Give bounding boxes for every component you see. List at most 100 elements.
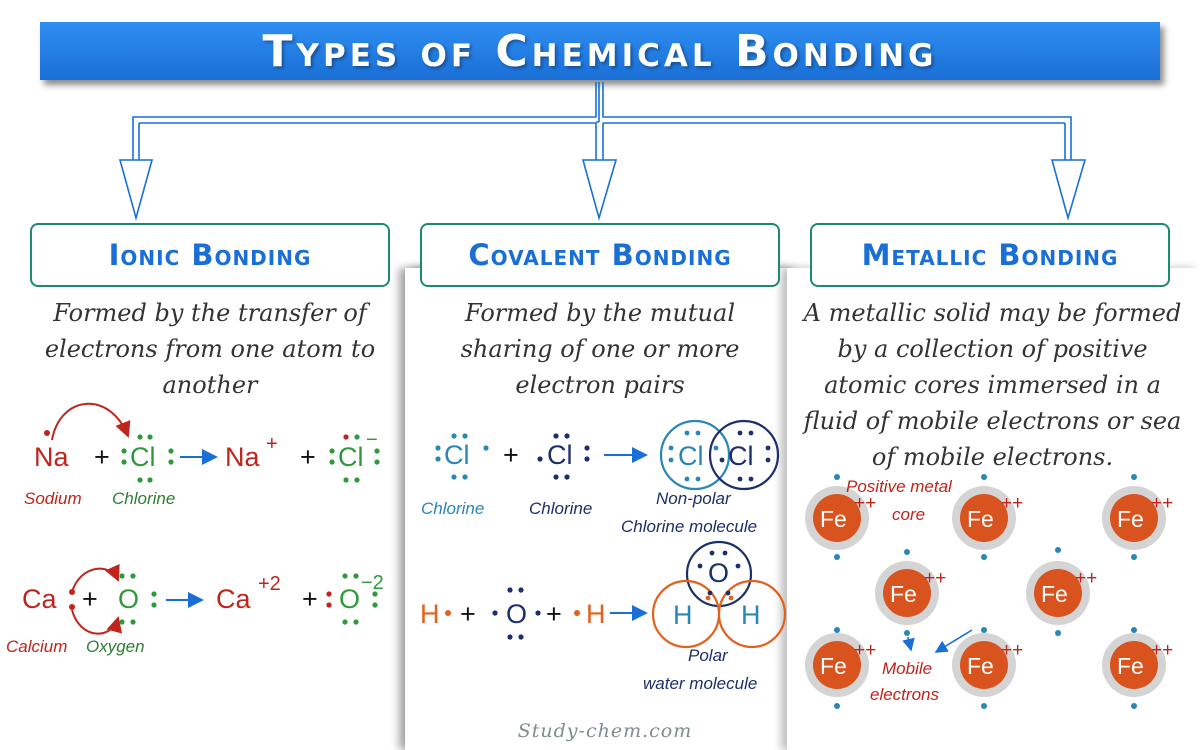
cl2-left-symbol: Cl bbox=[678, 441, 704, 471]
label-positive-metal: Positive metal bbox=[846, 477, 953, 496]
label-chlorine-b: Chlorine bbox=[529, 499, 592, 518]
fe-symbol: Fe bbox=[890, 581, 917, 607]
fe-charge: ++ bbox=[1001, 493, 1023, 514]
arrow-to-covalent bbox=[581, 159, 618, 221]
ionic-equation-2: Ca + O Ca +2 + O −2 Calcium Oxygen bbox=[6, 563, 384, 656]
fe-symbol: Fe bbox=[967, 506, 994, 532]
mobile-electron bbox=[904, 630, 910, 636]
label-sodium: Sodium bbox=[24, 489, 82, 508]
transfer-arrow-ca-o-2 bbox=[71, 609, 123, 635]
cl-symbol: Cl bbox=[130, 442, 156, 472]
mobile-electron bbox=[904, 549, 910, 555]
mobile-electron bbox=[834, 627, 840, 633]
fe-charge: ++ bbox=[1001, 640, 1023, 661]
fe-charge: ++ bbox=[854, 493, 876, 514]
covalent-equation-2: H + O + H O H H Polar water molecule bbox=[420, 540, 787, 693]
cl-dots-left bbox=[121, 434, 174, 483]
fe-core: Fe ++ bbox=[875, 561, 946, 625]
cl-ion-dots bbox=[329, 434, 380, 483]
metallic-lattice: Fe++Fe++Fe++Fe++Fe++Fe++Fe++Fe++ bbox=[805, 474, 1173, 709]
label-chlorine-molecule: Chlorine molecule bbox=[621, 517, 757, 536]
covalent-heading-box: Covalent Bonding bbox=[420, 223, 780, 287]
cl-a-dots bbox=[435, 433, 489, 480]
plus-sign: + bbox=[82, 584, 98, 614]
mobile-electron bbox=[1131, 474, 1137, 480]
covalent-description: Formed by the mutual sharing of one or m… bbox=[460, 299, 740, 399]
connector-arrowheads bbox=[118, 159, 1087, 222]
fe-charge: ++ bbox=[1151, 493, 1173, 514]
mobile-electron bbox=[1131, 554, 1137, 560]
h-a: H bbox=[420, 599, 440, 629]
cl-b-dots bbox=[537, 433, 590, 480]
fe-charge: ++ bbox=[924, 568, 946, 589]
fe-core: Fe++ bbox=[805, 633, 876, 697]
pointer-arrow-2 bbox=[934, 629, 973, 653]
pointer-arrow-1 bbox=[902, 636, 915, 652]
ca-ion-charge: +2 bbox=[258, 573, 281, 595]
fe-core: Fe ++ bbox=[1102, 633, 1173, 697]
fe-symbol: Fe bbox=[1041, 581, 1068, 607]
fe-charge: ++ bbox=[1075, 568, 1097, 589]
fe-core: Fe ++ bbox=[1026, 561, 1097, 625]
fe-symbol: Fe bbox=[820, 506, 847, 532]
title-banner: Types of Chemical Bonding bbox=[40, 22, 1160, 80]
h-b: H bbox=[586, 599, 606, 629]
fe-symbol: Fe bbox=[1117, 506, 1144, 532]
mobile-electron bbox=[834, 703, 840, 709]
ionic-heading-box: Ionic Bonding bbox=[30, 223, 390, 287]
label-core: core bbox=[892, 505, 925, 524]
o-ion: O bbox=[339, 584, 360, 614]
cl-b: Cl bbox=[547, 440, 573, 470]
cl2-right-atom bbox=[708, 419, 780, 491]
na-ion-charge: + bbox=[266, 433, 278, 455]
fe-core: Fe ++ bbox=[1102, 486, 1173, 550]
label-chlorine-a: Chlorine bbox=[421, 499, 484, 518]
label-calcium: Calcium bbox=[6, 637, 67, 656]
water-h-left-symbol: H bbox=[673, 600, 693, 630]
cl-ion-charge: − bbox=[366, 429, 378, 451]
cl2-right-symbol: Cl bbox=[728, 441, 754, 471]
metallic-labels: Positive metal core Mobile electrons bbox=[846, 477, 973, 704]
mobile-electron bbox=[1131, 627, 1137, 633]
mobile-electron bbox=[834, 474, 840, 480]
fe-symbol: Fe bbox=[967, 653, 994, 679]
mobile-electron bbox=[981, 554, 987, 560]
watermark: Study-chem.com bbox=[517, 720, 693, 742]
plus-sign: + bbox=[94, 442, 110, 472]
o-dots bbox=[119, 573, 157, 625]
mobile-electron bbox=[981, 627, 987, 633]
mobile-electron bbox=[1131, 703, 1137, 709]
water-h-right bbox=[717, 579, 787, 649]
plus-sign: + bbox=[460, 599, 476, 629]
metallic-heading: Metallic Bonding bbox=[861, 238, 1119, 272]
mobile-electron bbox=[834, 554, 840, 560]
cl-a: Cl bbox=[444, 440, 470, 470]
ionic-equation-1: Na + Cl Na + + Cl − Sodium Chlorine bbox=[24, 402, 380, 508]
cl2-left-atom bbox=[659, 419, 731, 491]
covalent-panel-background bbox=[405, 268, 787, 750]
water-o-symbol: O bbox=[708, 558, 729, 588]
fe-charge: ++ bbox=[1151, 640, 1173, 661]
mobile-electron bbox=[1055, 547, 1061, 553]
transfer-arrow-na-cl bbox=[51, 402, 131, 441]
o-ion-dots bbox=[326, 573, 378, 625]
water-h-right-symbol: H bbox=[741, 600, 761, 630]
mobile-electron bbox=[981, 474, 987, 480]
label-oxygen: Oxygen bbox=[86, 637, 145, 656]
cl-ion: Cl bbox=[338, 442, 364, 472]
plus-sign: + bbox=[546, 599, 562, 629]
plus-sign: + bbox=[302, 584, 318, 614]
fe-core: Fe ++ bbox=[952, 633, 1023, 697]
na-symbol: Na bbox=[34, 442, 69, 472]
label-nonpolar: Non-polar bbox=[656, 489, 732, 508]
label-water-molecule: water molecule bbox=[643, 674, 757, 693]
ionic-heading: Ionic Bonding bbox=[108, 238, 312, 272]
fe-symbol: Fe bbox=[1117, 653, 1144, 679]
connector-lines bbox=[132, 82, 1072, 160]
ionic-description: Formed by the transfer of electrons from… bbox=[44, 299, 376, 399]
covalent-equation-1: Cl + Cl Cl Cl Chlorine Chlorine Non-pola… bbox=[421, 419, 780, 536]
fe-symbol: Fe bbox=[820, 653, 847, 679]
label-mobile: Mobile bbox=[882, 659, 932, 678]
covalent-heading: Covalent Bonding bbox=[468, 238, 732, 272]
